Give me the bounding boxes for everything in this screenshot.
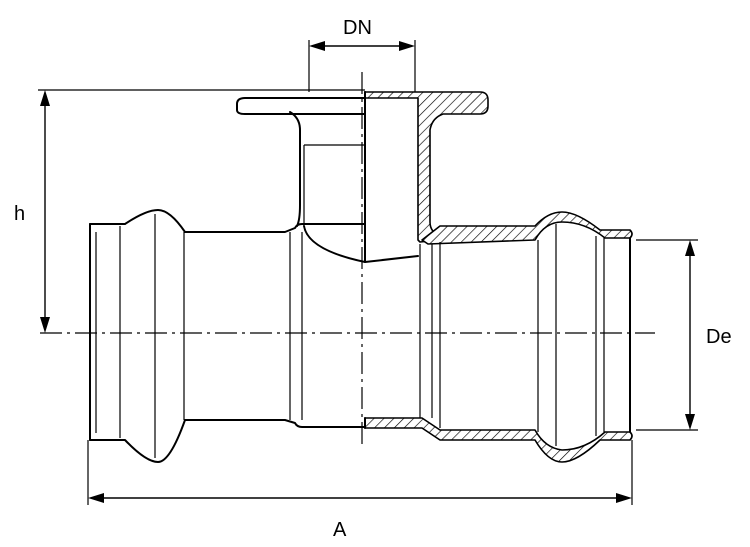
left-press-end: [89, 209, 366, 463]
right-press-end: [364, 91, 633, 463]
dimension-de: [636, 239, 698, 431]
dimension-h: [38, 89, 365, 333]
dimension-dn: [308, 40, 416, 92]
branch-neck: [289, 111, 366, 263]
dimension-a: [87, 440, 633, 505]
label-h: h: [14, 203, 25, 225]
label-de: De: [706, 326, 732, 348]
label-dn: DN: [343, 17, 372, 39]
label-a: A: [333, 519, 347, 541]
